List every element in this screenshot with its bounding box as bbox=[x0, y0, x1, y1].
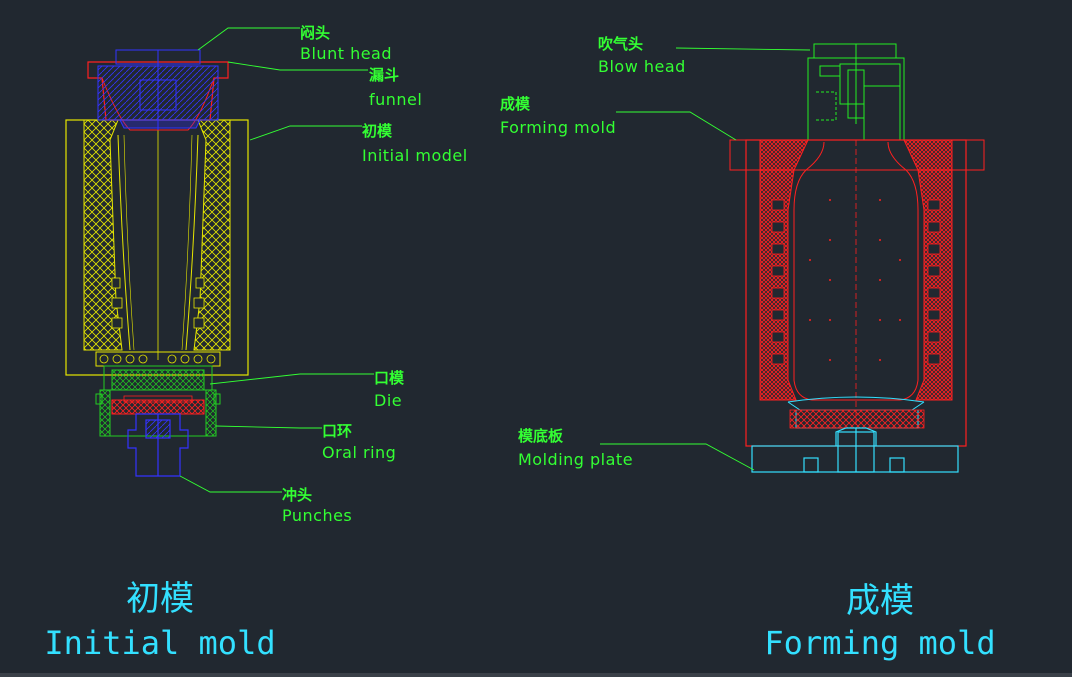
molding-plate-part bbox=[751, 427, 959, 473]
label-funnel-en: funnel bbox=[369, 90, 422, 109]
label-molding-plate-en: Molding plate bbox=[518, 450, 633, 469]
label-blunt-head-en: Blunt head bbox=[300, 44, 392, 63]
label-forming-mold-cn: 成模 bbox=[500, 95, 531, 113]
label-punches-cn: 冲头 bbox=[282, 486, 312, 504]
blow-head-part bbox=[807, 43, 905, 141]
forming-mold-title-cn: 成模 bbox=[846, 581, 914, 621]
punches-part bbox=[127, 413, 189, 477]
label-punches-en: Punches bbox=[282, 506, 352, 525]
label-blow-head-cn: 吹气头 bbox=[598, 35, 643, 53]
label-oral-ring-en: Oral ring bbox=[322, 443, 396, 462]
initial-mold-title-en: Initial mold bbox=[44, 624, 275, 662]
blunt-head-part bbox=[97, 49, 219, 130]
initial-mold-left-wall bbox=[83, 119, 123, 351]
forming-mold-drawing bbox=[600, 43, 985, 473]
label-blunt-head-cn: 闷头 bbox=[300, 24, 330, 42]
forming-mold-title-en: Forming mold bbox=[764, 624, 995, 662]
label-oral-ring-cn: 口环 bbox=[322, 422, 352, 440]
initial-mold-drawing bbox=[65, 27, 374, 493]
label-die-en: Die bbox=[374, 391, 402, 410]
label-blow-head-en: Blow head bbox=[598, 57, 686, 76]
initial-mold-right-wall bbox=[193, 119, 231, 351]
label-forming-mold-en: Forming mold bbox=[500, 118, 616, 137]
label-die-cn: 口模 bbox=[374, 369, 405, 387]
die-part bbox=[95, 365, 221, 437]
label-molding-plate-cn: 模底板 bbox=[518, 427, 564, 445]
label-initial-model-en: Initial model bbox=[362, 146, 468, 165]
label-funnel-cn: 漏斗 bbox=[369, 66, 399, 84]
initial-mold-title-cn: 初模 bbox=[126, 579, 194, 619]
oral-ring-part bbox=[111, 395, 205, 415]
bottom-scroll-edge bbox=[0, 673, 1072, 677]
label-initial-model-cn: 初模 bbox=[362, 122, 393, 140]
